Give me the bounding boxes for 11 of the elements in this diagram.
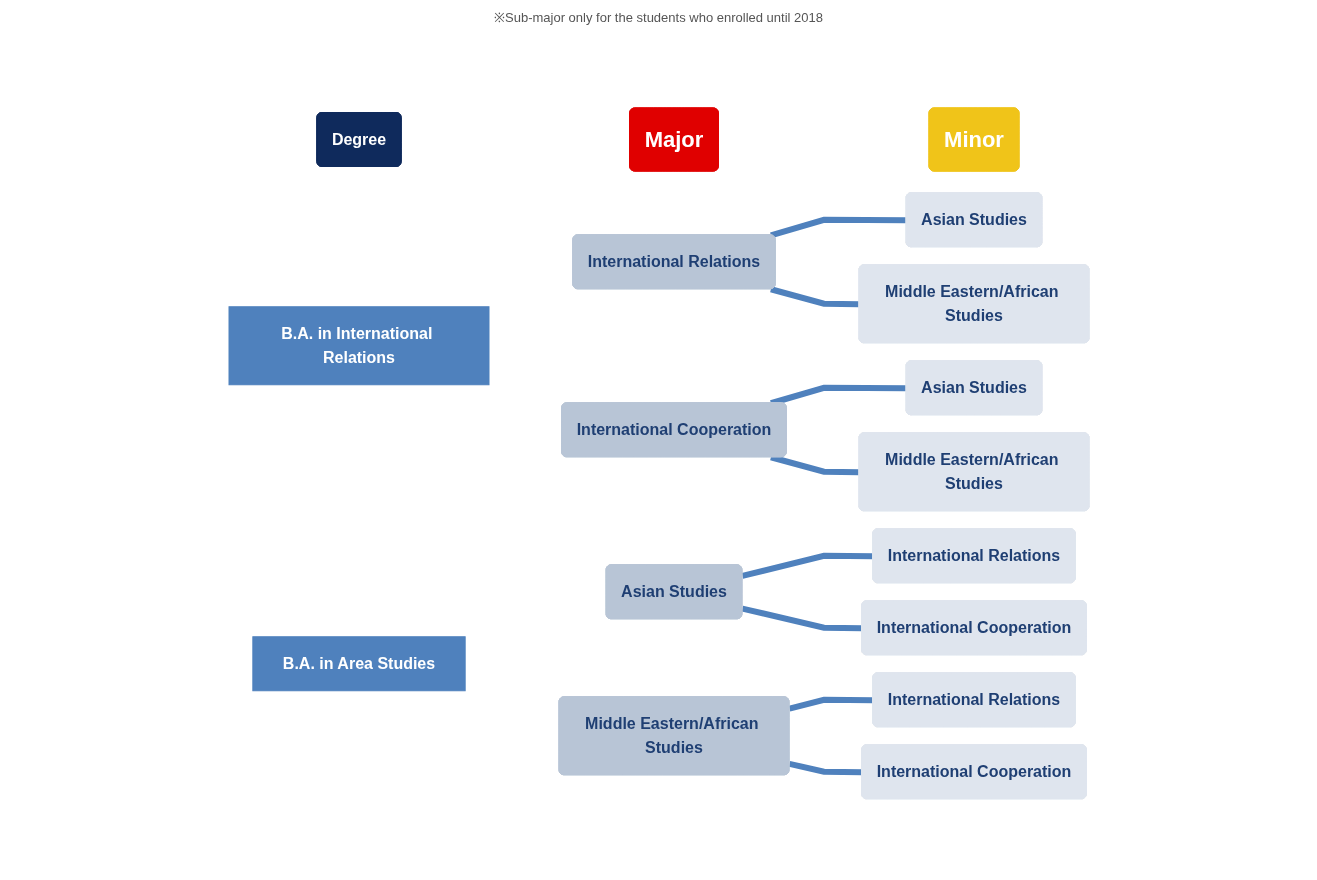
footnote: ※Sub-major only for the students who enrolled until 2018 [494, 9, 823, 26]
connector [769, 285, 860, 307]
node-box: B.A. in International Relations [228, 305, 489, 385]
connector [788, 760, 862, 775]
connector [769, 454, 860, 475]
connector [769, 216, 907, 238]
connector [741, 605, 862, 631]
connector [741, 552, 873, 579]
connector [788, 696, 873, 712]
connector [769, 384, 907, 406]
node-box: B.A. in Area Studies [251, 635, 466, 691]
